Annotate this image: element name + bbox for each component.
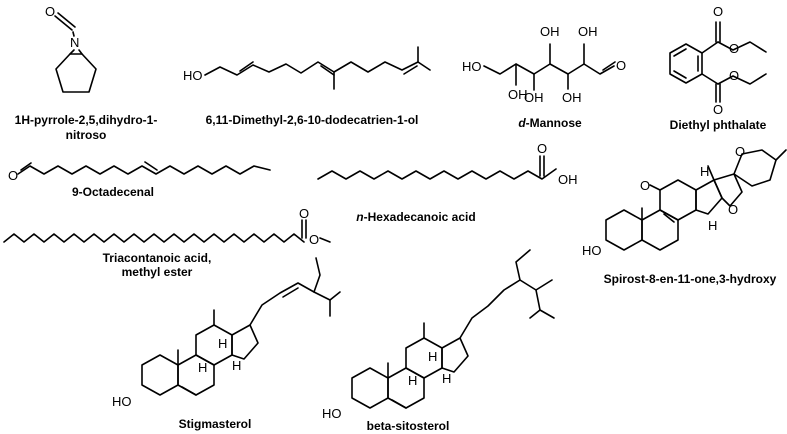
atom-label: HO [582,243,602,258]
structure-diethyl-phthalate: O O O O [669,4,767,117]
compound-name: beta-sitosterol [367,419,450,433]
atom-label: HO [112,394,132,409]
atom-label: H [428,349,437,364]
compound-name: 9-Octadecenal [72,185,154,199]
atom-label: H [198,360,207,375]
atom-label: HO [462,59,482,74]
structure-hexadecanoic: O OH [317,141,578,187]
compound-name: methyl ester [122,265,193,279]
atom-label: OH [578,24,598,39]
compound-name: 1H-pyrrole-2,5,dihydro-1- [15,113,158,127]
atom-label: O [729,68,739,83]
structure-sitosterol: H H H HO [322,249,555,421]
atom-label: O [713,102,723,117]
atom-label: H [232,358,241,373]
atom-label: O [728,202,738,217]
atom-label: O [616,58,626,73]
atom-label: OH [540,24,560,39]
structure-triacontanoic: O O [3,206,331,247]
structure-stigmasterol: H H H HO [112,257,341,409]
compound-name: nitroso [66,128,107,142]
structure-spirostenone: O O O HO H H [582,144,787,258]
atom-label: H [700,164,709,179]
compound-name: Spirost-8-en-11-one,3-hydroxy [604,272,777,286]
atom-label: O [537,141,547,156]
compound-name: Diethyl phthalate [670,118,767,132]
atom-label: O [45,4,55,19]
atom-label: O [309,232,319,247]
atom-label: O [8,168,18,183]
structure-nitrosopyrrolidine: O N [45,4,97,93]
compound-name: d-Mannose [518,116,582,130]
atom-label: OH [562,90,582,105]
atom-label: H [408,373,417,388]
structure-octadecenal: O [8,161,271,183]
atom-label: O [299,206,309,221]
atom-label: OH [508,87,528,102]
atom-label: OH [558,172,578,187]
structure-mannose: HO O OH OH OH OH OH [462,24,626,105]
atom-label: O [729,41,739,56]
compound-name: n-Hexadecanoic acid [356,210,475,224]
atom-label: OH [524,90,544,105]
atom-label: O [713,4,723,19]
atom-label: H [708,218,717,233]
structure-farnesol: HO [183,46,431,90]
atom-label: O [640,178,650,193]
compound-name: Triacontanoic acid, [103,251,212,265]
atom-label: N [70,35,79,50]
atom-label: H [218,336,227,351]
atom-label: H [442,371,451,386]
atom-label: HO [183,68,203,83]
compound-name: Stigmasterol [179,417,252,431]
atom-label: HO [322,406,342,421]
atom-label: O [735,144,745,159]
compound-name: 6,11-Dimethyl-2,6-10-dodecatrien-1-ol [206,113,419,127]
